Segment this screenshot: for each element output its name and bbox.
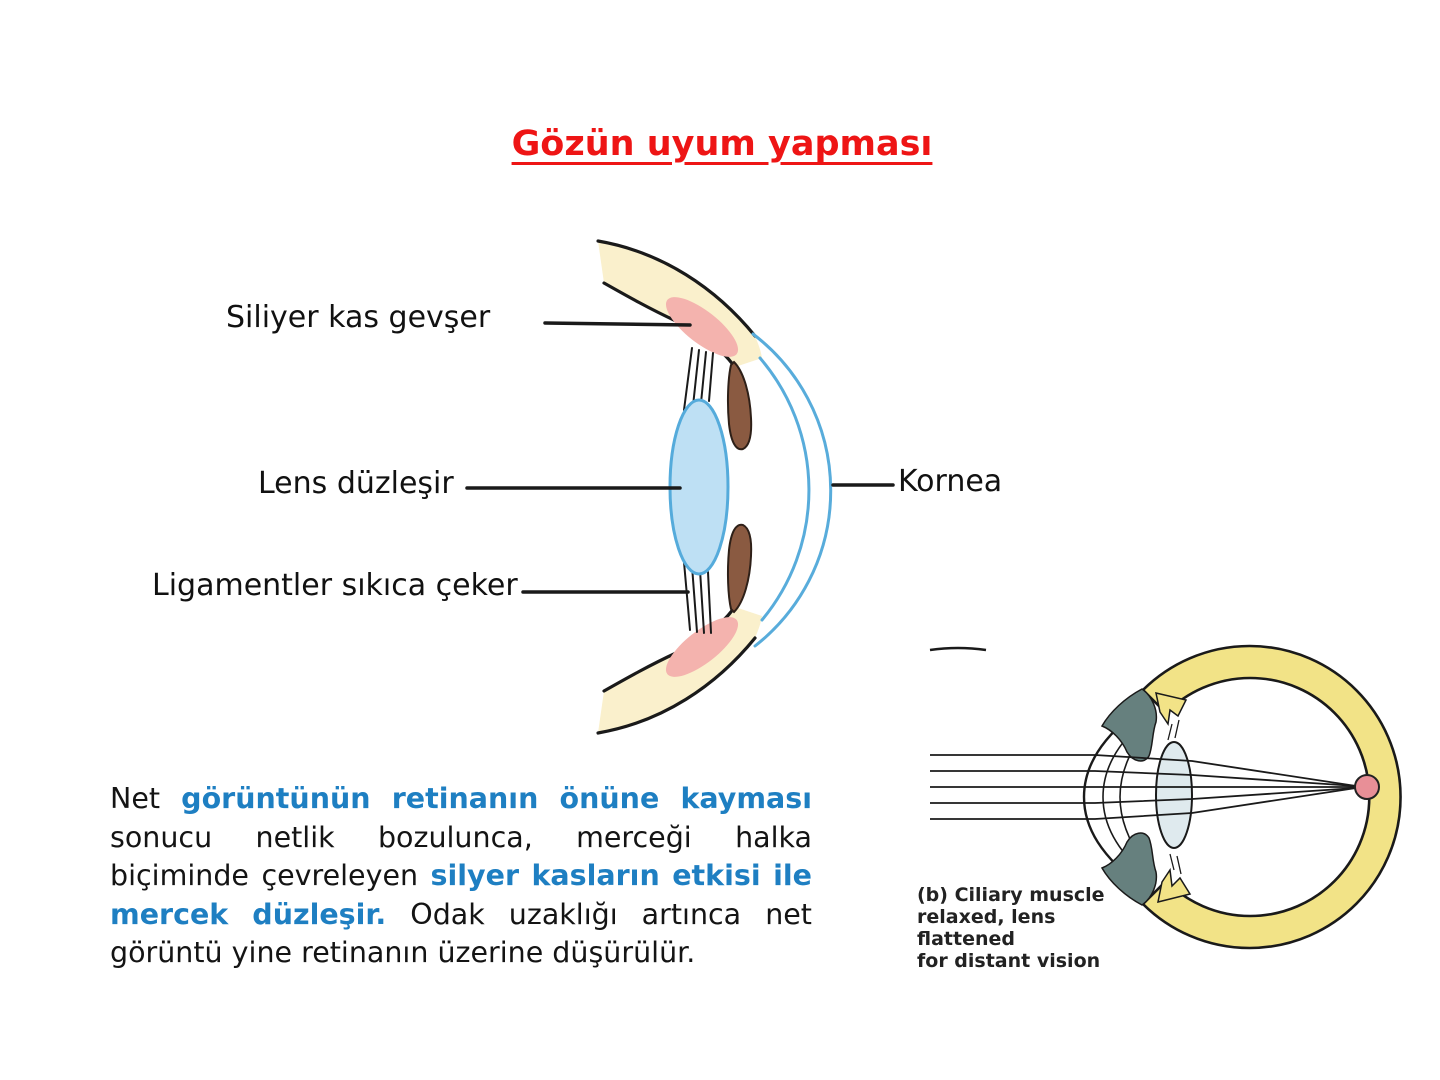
sclera-top-outer-edge [596,239,757,338]
word: biçiminde [110,859,249,893]
leader-lines [465,321,895,594]
word: düzleşir. [252,897,387,931]
word: mercek [110,897,229,931]
ciliary-muscle-top [665,297,739,357]
word: net [765,897,812,931]
ciliary-muscle-bottom [665,617,739,677]
stray-line [929,646,987,652]
eyeball-sclera-ring [1141,644,1402,950]
leader-line-ciliary [543,321,692,327]
word: ile [773,859,812,893]
word: kasların [531,859,660,893]
word: bozulunca, [377,820,533,854]
label-ciliary-muscle: Siliyer kas gevşer [226,300,491,335]
zonule-lines-b [1167,719,1182,875]
label-ligaments: Ligamentler sıkıca çeker [152,568,518,603]
ciliary-body-b-top [1155,692,1188,727]
lens-b [1155,741,1193,849]
ciliary-body-b-bottom [1157,867,1192,904]
word: çevreleyen [261,859,419,893]
paragraph-line-1: Net görüntünün retinanın önüne kayması [110,780,812,819]
accommodation-paragraph: Net görüntünün retinanın önüne kayması s… [110,780,812,973]
word: silyer [430,859,519,893]
word: sonucu [110,820,213,854]
cornea-inner-arc [758,356,811,622]
word: görüntünün [181,782,371,815]
accommodation-diagram [465,239,895,735]
ray-diagram-caption: (b) Ciliary muscle relaxed, lens flatten… [917,884,1105,972]
word: halka [735,820,812,854]
zonule-fibers-top [683,347,714,411]
zonule-fibers-bottom [683,561,712,634]
cornea-outer-arc [751,332,833,648]
word: merceği [576,820,692,854]
paragraph-line-4: mercek düzleşir. Odak uzaklığı artınca n… [110,896,812,935]
paragraph-line-2: sonucu netlik bozulunca, merceği halka [110,819,812,858]
word: uzaklığı [508,897,618,931]
word: netlik [255,820,335,854]
word: artınca [641,897,742,931]
paragraph-line-5: görüntü yine retinanın üzerine düşürülür… [110,936,696,970]
focal-point [1354,774,1380,800]
light-rays [930,754,1357,820]
word: Odak [410,897,485,931]
word: Net [110,782,161,815]
word: kayması [680,782,812,815]
distant-vision-diagram [929,644,1402,950]
sclera-bottom-outer-edge [596,636,757,735]
iris-top [726,360,753,451]
iris-bottom [726,523,753,614]
paragraph-line-3: biçiminde çevreleyen silyer kasların etk… [110,857,812,896]
page-title: Gözün uyum yapması [511,124,933,164]
ciliary-muscle-b-top [1100,688,1158,762]
ciliary-muscle-b-bottom [1100,832,1158,906]
label-cornea: Kornea [898,464,1003,499]
word: retinanın [391,782,539,815]
word: önüne [559,782,660,815]
word: etkisi [672,859,761,893]
label-lens: Lens düzleşir [258,466,454,501]
